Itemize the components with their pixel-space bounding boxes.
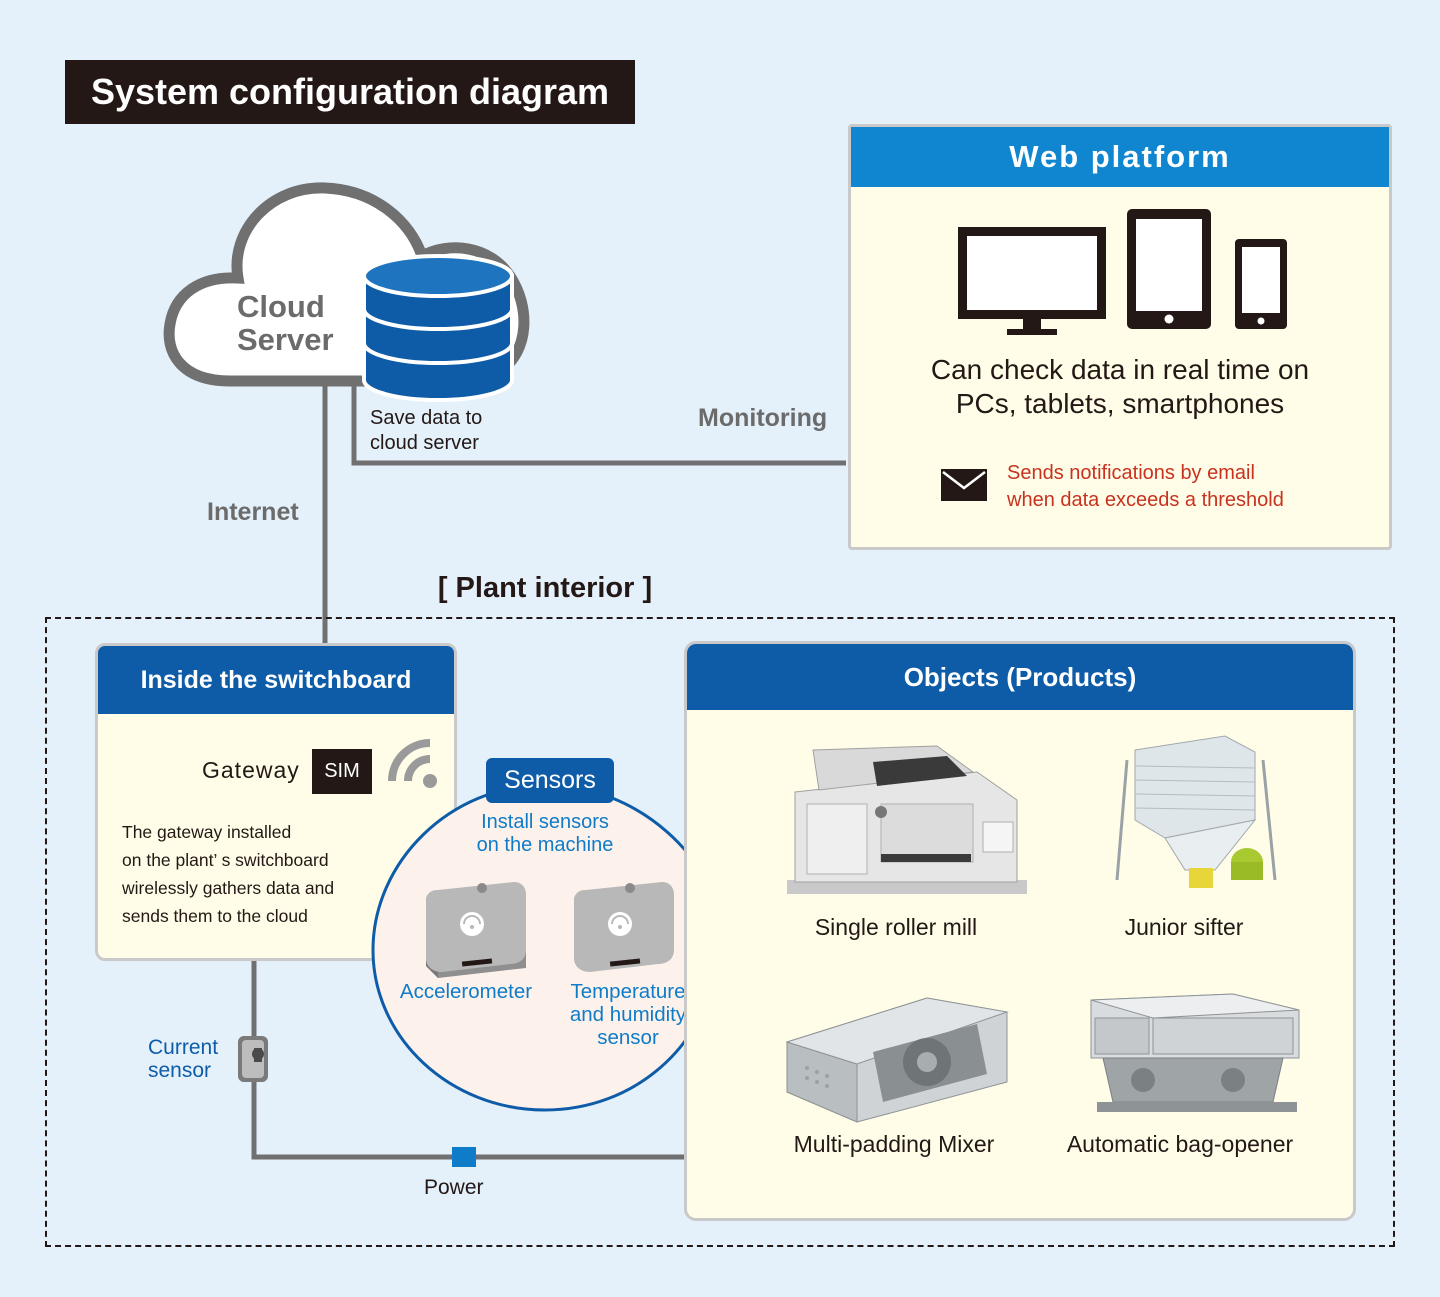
notify-line2: when data exceeds a threshold bbox=[1007, 489, 1284, 511]
cloud-label-line2: Server bbox=[237, 322, 334, 357]
web-platform-panel: Web platform Can check data in real time… bbox=[848, 124, 1392, 550]
email-notification-text: Sends notifications by email when data e… bbox=[1007, 460, 1347, 514]
objects-header: Objects (Products) bbox=[687, 644, 1353, 710]
wifi-signal-icon bbox=[388, 739, 437, 788]
current-line1: Current bbox=[148, 1036, 219, 1059]
current-line2: sensor bbox=[148, 1059, 212, 1082]
power-line bbox=[251, 960, 686, 1160]
save-line1: Save data to bbox=[370, 407, 483, 429]
cloud-server-label: Cloud Server bbox=[237, 290, 334, 356]
sim-badge: SIM bbox=[312, 749, 372, 794]
gateway-desc-line4: sends them to the cloud bbox=[122, 906, 308, 926]
multi-padding-mixer-image bbox=[785, 997, 1009, 1123]
product-label-multi-padding-mixer: Multi-padding Mixer bbox=[793, 1131, 995, 1157]
gateway-label: Gateway bbox=[202, 757, 300, 783]
product-label-automatic-bag-opener: Automatic bag-opener bbox=[1066, 1131, 1294, 1157]
web-text-line2: PCs, tablets, smartphones bbox=[955, 388, 1285, 419]
plant-interior-border bbox=[45, 617, 1395, 1247]
current-sensor-label: Current sensor bbox=[148, 1036, 218, 1082]
save-data-label: Save data to cloud server bbox=[370, 406, 482, 456]
web-platform-header: Web platform bbox=[851, 127, 1389, 187]
internet-label: Internet bbox=[207, 498, 299, 526]
sensors-tag: Sensors bbox=[486, 758, 614, 803]
save-line2: cloud server bbox=[370, 432, 479, 454]
page-title: System configuration diagram bbox=[65, 60, 635, 124]
smartphone-icon bbox=[1235, 239, 1287, 329]
temp-line2: and humidity bbox=[569, 1003, 687, 1026]
web-platform-description: Can check data in real time on PCs, tabl… bbox=[851, 353, 1389, 421]
monitoring-line bbox=[351, 380, 846, 466]
product-label-single-roller-mill: Single roller mill bbox=[814, 914, 978, 940]
monitoring-label: Monitoring bbox=[698, 404, 828, 432]
install-line2: on the machine bbox=[476, 834, 614, 856]
sensors-bubble bbox=[371, 783, 754, 1112]
switchboard-header: Inside the switchboard bbox=[98, 646, 454, 714]
gateway-description: The gateway installed on the plant’ s sw… bbox=[122, 818, 422, 930]
temp-line1: Temperature bbox=[570, 980, 686, 1003]
plant-interior-label: [ Plant interior ] bbox=[437, 572, 653, 604]
database-icon bbox=[362, 254, 514, 402]
notify-line1: Sends notifications by email bbox=[1007, 462, 1255, 484]
objects-panel: Objects (Products) bbox=[684, 641, 1356, 1221]
power-connector-icon bbox=[452, 1147, 476, 1167]
tablet-icon bbox=[1127, 209, 1211, 329]
junior-sifter-image bbox=[1115, 735, 1277, 888]
install-sensors-text: Install sensors on the machine bbox=[440, 811, 650, 857]
accelerometer-device-icon bbox=[426, 882, 526, 978]
accelerometer-label: Accelerometer bbox=[399, 980, 533, 1003]
single-roller-mill-image bbox=[787, 745, 1027, 894]
temp-line3: sensor bbox=[597, 1026, 659, 1049]
gateway-desc-line2: on the plant’ s switchboard bbox=[122, 850, 329, 870]
gateway-desc-line1: The gateway installed bbox=[122, 822, 292, 842]
automatic-bag-opener-image bbox=[1090, 993, 1300, 1112]
gateway-desc-line3: wirelessly gathers data and bbox=[122, 878, 335, 898]
email-icon bbox=[941, 469, 987, 501]
monitor-icon bbox=[958, 227, 1106, 335]
current-sensor-icon bbox=[238, 1036, 268, 1082]
product-label-junior-sifter: Junior sifter bbox=[1124, 914, 1244, 940]
temperature-humidity-label: Temperature and humidity sensor bbox=[554, 980, 702, 1049]
install-line1: Install sensors bbox=[481, 811, 609, 833]
temperature-humidity-device-icon bbox=[574, 882, 674, 972]
cloud-label-line1: Cloud bbox=[237, 289, 325, 324]
power-label: Power bbox=[424, 1176, 484, 1199]
devices-illustration bbox=[958, 209, 1287, 335]
web-text-line1: Can check data in real time on bbox=[930, 354, 1310, 385]
